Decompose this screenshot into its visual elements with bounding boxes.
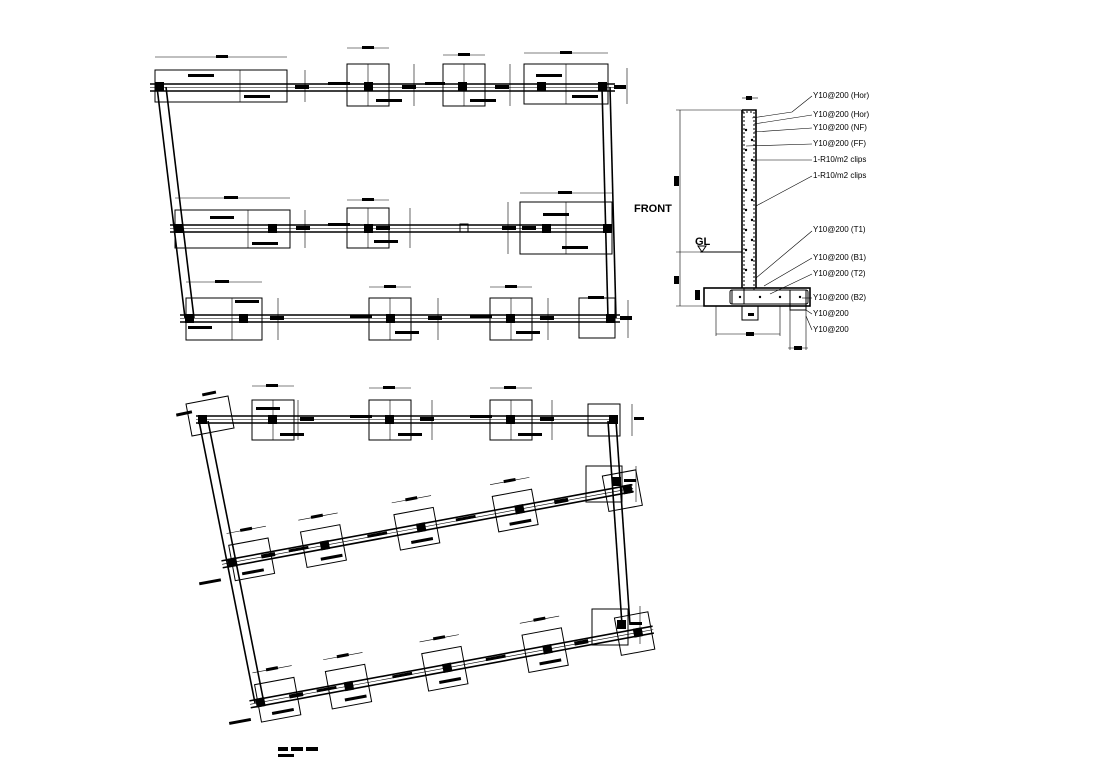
callout-11: Y10@200 [813,309,849,318]
callout-3: Y10@200 (NF) [813,123,867,132]
callout-10: Y10@200 (B2) [813,293,866,302]
framing-plan-upper [150,46,632,341]
ground-level-label: GL [695,236,711,248]
callout-7: Y10@200 (T1) [813,225,866,234]
drawing-title-block [278,747,318,757]
callout-4: Y10@200 (FF) [813,139,866,148]
beam-row-3 [180,280,632,341]
retaining-wall-section: FRONT GL Y10@200 (Hor) Y10@200 (Hor) Y10… [634,91,869,350]
callout-5: 1-R10/m2 clips [813,155,866,164]
framing-plan-lower [175,384,656,757]
lower-beam-row-3 [228,611,656,725]
callout-12: Y10@200 [813,325,849,334]
rebar-dots [738,128,802,299]
callout-1: Y10@200 (Hor) [813,91,869,100]
callout-leaders [745,95,813,331]
beam-row-2 [170,191,613,255]
beam-row-1 [150,46,628,107]
front-label: FRONT [634,203,672,215]
callout-2: Y10@200 (Hor) [813,110,869,119]
lower-beam-row-1 [175,384,644,441]
callout-9: Y10@200 (T2) [813,269,866,278]
callout-6: 1-R10/m2 clips [813,171,866,180]
callout-8: Y10@200 (B1) [813,253,866,262]
lower-beam-row-2 [198,469,643,586]
frame-outline-lower [198,420,631,704]
lower-right-details [585,465,642,646]
